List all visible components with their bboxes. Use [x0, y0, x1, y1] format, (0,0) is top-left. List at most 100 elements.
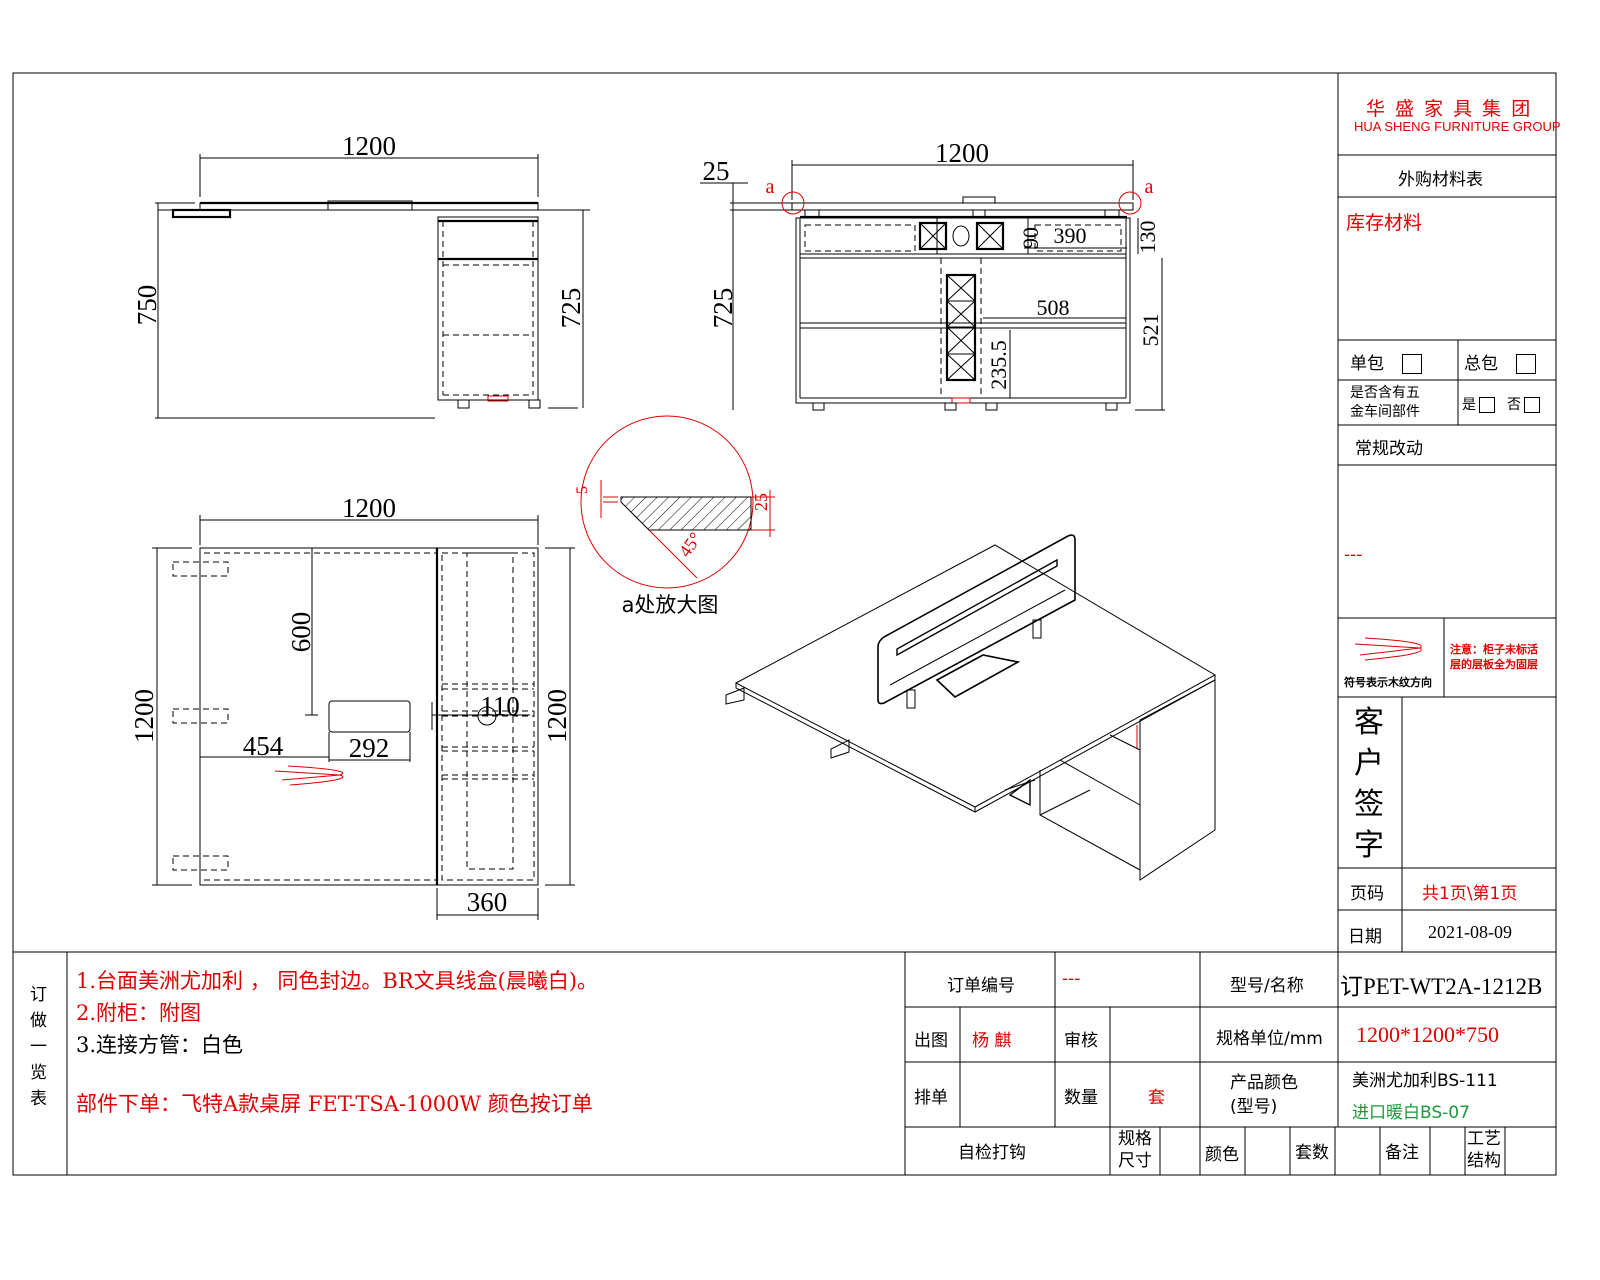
- order-no-value: ---: [1062, 969, 1081, 989]
- grain-direction-icon: [274, 765, 344, 786]
- cable-outlet-column-icon: [945, 273, 977, 382]
- quantity-label: 数量: [1064, 1088, 1098, 1108]
- sets-check-label: 套数: [1295, 1143, 1329, 1163]
- hardware-yes-no[interactable]: 是否: [1462, 394, 1540, 414]
- single-pack-option[interactable]: 单包: [1350, 349, 1422, 374]
- model-label: 型号/名称: [1230, 976, 1304, 996]
- svg-text:a: a: [766, 176, 775, 198]
- product-color-value-1: 美洲尤加利BS-111: [1352, 1071, 1498, 1091]
- craft-label-line1: 工艺: [1467, 1129, 1501, 1149]
- size-label-line1: 规格: [1118, 1129, 1152, 1149]
- product-color-label: 产品颜色(型号): [1230, 1071, 1298, 1119]
- svg-text:1200: 1200: [542, 689, 572, 743]
- svg-text:390: 390: [1054, 223, 1087, 248]
- svg-text:130: 130: [1135, 221, 1160, 254]
- sig-char: 字: [1354, 828, 1384, 863]
- regular-change-label: 常规改动: [1355, 439, 1423, 459]
- order-note-1: 1.台面美洲尤加利 ， 同色封边。BR文具线盒(晨曦白)。: [76, 969, 599, 993]
- connector-bracket-icon: [172, 561, 229, 871]
- customer-signature-label: 客 户 签 字: [1354, 702, 1384, 866]
- sig-char: 签: [1354, 787, 1384, 822]
- svg-text:90: 90: [1018, 227, 1043, 249]
- svg-text:a: a: [1145, 176, 1154, 198]
- svg-text:725: 725: [556, 288, 586, 329]
- grain-direction-icon: [1354, 637, 1422, 661]
- no-label: 否: [1507, 397, 1521, 413]
- size-check-label: 规格尺寸: [1118, 1128, 1152, 1172]
- sets-check-field[interactable]: [1336, 1128, 1379, 1174]
- sig-char: 客: [1354, 705, 1384, 740]
- yes-checkbox[interactable]: [1479, 397, 1495, 413]
- svg-text:725: 725: [708, 288, 738, 329]
- plan-view: 1200 1200 1200 600 454 292 110 360: [129, 493, 575, 920]
- order-no-label: 订单编号: [947, 976, 1015, 996]
- svg-text:1200: 1200: [342, 131, 396, 161]
- single-pack-label: 单包: [1350, 354, 1384, 374]
- color-check-field[interactable]: [1246, 1128, 1289, 1174]
- order-note-3: 3.连接方管：白色: [76, 1033, 244, 1057]
- detail-marker-right: [1118, 191, 1142, 215]
- total-pack-option[interactable]: 总包: [1464, 349, 1536, 374]
- isometric-view: [725, 534, 1217, 881]
- remark-label: 备注: [1385, 1143, 1419, 1163]
- svg-text:235.5: 235.5: [986, 340, 1011, 390]
- svg-text:750: 750: [132, 285, 162, 326]
- grain-symbol-caption: 符号表示木纹方向: [1344, 676, 1432, 689]
- craft-structure-label: 工艺结构: [1467, 1128, 1501, 1172]
- side-view: 1200 750 725: [132, 131, 590, 419]
- date-value: 2021-08-09: [1428, 922, 1512, 942]
- svg-text:25: 25: [751, 493, 771, 511]
- product-color-label-line1: 产品颜色: [1230, 1073, 1298, 1093]
- parts-order-note: 部件下单：飞特A款桌屏 FET-TSA-1000W 颜色按订单: [76, 1092, 593, 1116]
- svg-text:1200: 1200: [935, 138, 989, 168]
- page-value: 共1页\第1页: [1422, 884, 1518, 904]
- regular-change-value: ---: [1344, 545, 1363, 565]
- review-label: 审核: [1064, 1031, 1098, 1051]
- side-char: 表: [30, 1089, 47, 1109]
- side-char: 订: [30, 985, 47, 1005]
- front-view: 1200 25 725 90 390 130: [700, 138, 1165, 411]
- side-char: 做: [30, 1011, 47, 1031]
- svg-text:360: 360: [467, 887, 508, 917]
- svg-text:45°: 45°: [675, 529, 706, 561]
- spec-unit-label: 规格单位/mm: [1216, 1029, 1323, 1049]
- stock-materials-label: 库存材料: [1346, 212, 1423, 234]
- spec-value: 1200*1200*750: [1356, 1022, 1499, 1047]
- size-label-line2: 尺寸: [1118, 1151, 1152, 1171]
- single-pack-checkbox[interactable]: [1402, 354, 1422, 374]
- info-table-grid: [66, 952, 1556, 1175]
- svg-text:a处放大图: a处放大图: [622, 593, 719, 617]
- sig-char: 户: [1354, 746, 1384, 781]
- total-pack-checkbox[interactable]: [1516, 354, 1536, 374]
- no-checkbox[interactable]: [1524, 397, 1540, 413]
- schedule-label: 排单: [914, 1088, 948, 1108]
- svg-text:454: 454: [243, 731, 284, 761]
- svg-text:110: 110: [480, 691, 520, 721]
- date-label: 日期: [1348, 927, 1382, 947]
- drawn-by-label: 出图: [914, 1031, 948, 1051]
- order-summary-side-label: 订 做 一 览 表: [30, 982, 47, 1112]
- svg-text:25: 25: [703, 156, 730, 186]
- socket-icon: [918, 221, 1005, 251]
- hardware-question: 是否含有五金车间部件: [1350, 384, 1420, 422]
- model-value: 订PET-WT2A-1212B: [1340, 974, 1543, 999]
- page-label: 页码: [1350, 884, 1384, 904]
- hardware-question-line1: 是否含有五: [1350, 385, 1420, 401]
- remark-field[interactable]: [1431, 1128, 1464, 1174]
- cabinet-note-line2: 层的层板全为固层: [1450, 658, 1538, 671]
- svg-text:600: 600: [286, 612, 316, 653]
- customer-signature-field[interactable]: [1403, 698, 1555, 867]
- svg-text:292: 292: [349, 733, 390, 763]
- company-name-en: HUA SHENG FURNITURE GROUP: [1354, 119, 1561, 134]
- svg-text:508: 508: [1037, 295, 1070, 320]
- svg-text:521: 521: [1138, 314, 1163, 347]
- title-block-grid: [1338, 154, 1556, 952]
- size-check-field[interactable]: [1161, 1128, 1199, 1174]
- product-color-value-2: 进口暖白BS-07: [1352, 1103, 1470, 1123]
- side-char: 览: [30, 1063, 47, 1083]
- drawn-by-value: 杨 麒: [972, 1031, 1012, 1051]
- svg-text:1200: 1200: [342, 493, 396, 523]
- svg-text:1200: 1200: [129, 689, 159, 743]
- cabinet-note-line1: 注意：柜子未标活: [1450, 643, 1538, 656]
- side-char: 一: [30, 1037, 47, 1057]
